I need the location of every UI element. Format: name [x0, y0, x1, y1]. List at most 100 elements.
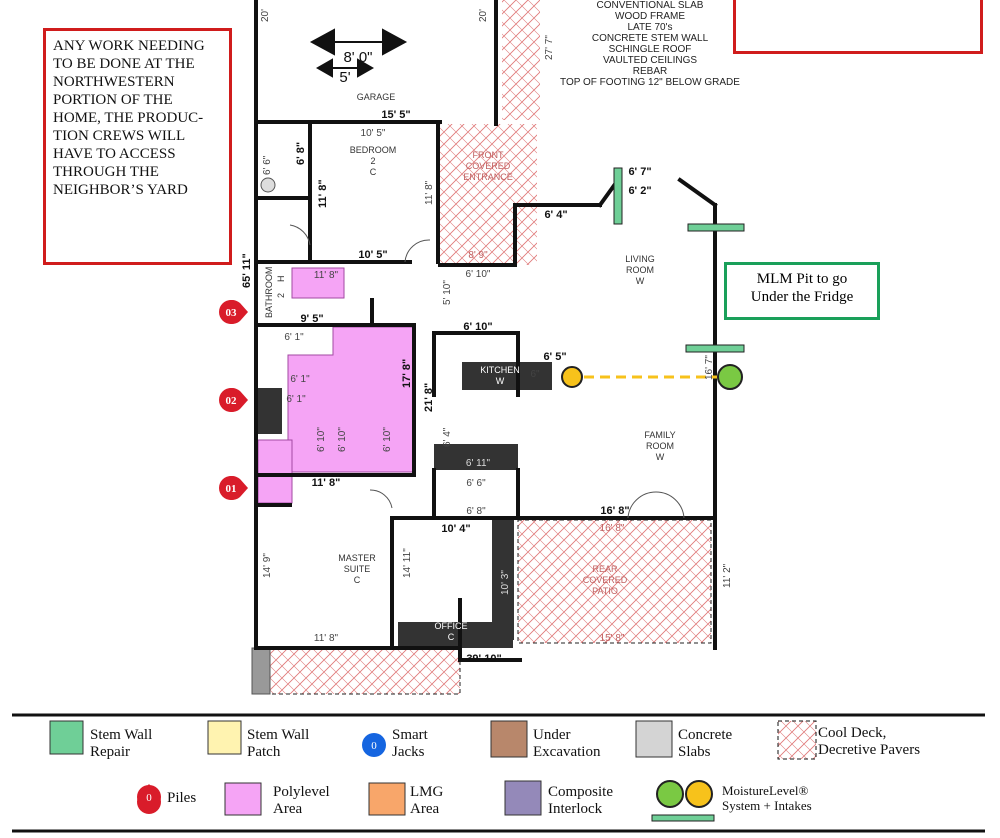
svg-text:16' 7": 16' 7": [704, 355, 715, 380]
svg-text:16' 8": 16' 8": [600, 523, 625, 534]
svg-text:C: C: [448, 632, 455, 642]
spec-line: CONCRETE STEM WALL: [591, 33, 709, 44]
svg-text:BATHROOM: BATHROOM: [264, 267, 274, 318]
svg-text:17' 8": 17' 8": [401, 359, 413, 388]
svg-text:65' 11": 65' 11": [241, 253, 253, 288]
pile-marker: 01: [219, 476, 248, 500]
construction-specs: CONVENTIONAL SLAB WOOD FRAME LATE 70's C…: [560, 0, 740, 88]
svg-text:PATIO: PATIO: [592, 586, 618, 596]
svg-text:15' 5": 15' 5": [381, 109, 410, 121]
svg-text:ROOM: ROOM: [626, 265, 654, 275]
svg-text:6' 8": 6' 8": [295, 142, 307, 165]
svg-text:16' 8": 16' 8": [600, 505, 629, 517]
svg-text:FAMILY: FAMILY: [644, 430, 675, 440]
svg-text:W: W: [656, 452, 665, 462]
room-label-front-entrance: FRONT COVERED ENTRANCE: [463, 150, 513, 182]
svg-text:15' 8": 15' 8": [600, 633, 625, 644]
svg-text:39' 10": 39' 10": [466, 653, 501, 665]
svg-text:11' 8": 11' 8": [314, 633, 339, 644]
svg-text:COVERED: COVERED: [466, 161, 511, 171]
svg-text:10' 5": 10' 5": [361, 128, 386, 139]
legend-label-pavers: Cool Deck, Decretive Pavers: [818, 725, 921, 758]
bath-vanity-dark: [258, 388, 282, 434]
front-walk-pavers: [269, 647, 461, 695]
legend-label-piles: Piles: [167, 790, 197, 806]
svg-text:03: 03: [226, 307, 238, 319]
svg-text:COVERED: COVERED: [583, 575, 628, 585]
svg-text:20': 20': [260, 9, 271, 22]
polylevel-area: [257, 267, 415, 504]
mlm-note-text: MLM Pit to go Under the Fridge: [750, 271, 854, 305]
svg-text:W: W: [636, 276, 645, 286]
room-label-living: LIVING ROOM W: [625, 254, 655, 286]
svg-text:9' 5": 9' 5": [300, 313, 323, 325]
svg-text:REAR: REAR: [592, 564, 618, 574]
legend-label-moisture: MoistureLevel® System + Intakes: [722, 783, 812, 813]
legend-label-polylevel: Polylevel Area: [273, 784, 330, 817]
svg-text:C: C: [354, 575, 361, 585]
svg-text:10' 4": 10' 4": [441, 523, 470, 535]
legend-swatch-polylevel: [224, 782, 262, 816]
pile-marker: 03: [219, 299, 248, 324]
spec-line: REBAR: [632, 66, 668, 77]
water-heater-icon: [260, 177, 276, 193]
spec-line: LATE 70's: [627, 22, 673, 33]
access-note-box: ANY WORK NEEDING TO BE DONE AT THE NORTH…: [43, 28, 232, 265]
svg-text:6": 6": [530, 369, 540, 380]
svg-text:C: C: [370, 167, 377, 177]
svg-text:6' 10": 6' 10": [316, 427, 327, 452]
svg-text:11' 2": 11' 2": [722, 563, 733, 588]
room-label-kitchen: KITCHEN W: [480, 365, 520, 386]
room-label-master: MASTER SUITE C: [338, 553, 376, 585]
polylevel-bath-top: [291, 267, 345, 299]
svg-text:LIVING: LIVING: [625, 254, 655, 264]
moisture-system-icon: [717, 364, 743, 390]
svg-text:KITCHEN: KITCHEN: [480, 365, 520, 375]
legend-pile-icon: 0: [137, 784, 161, 814]
dark-fixtures: [258, 362, 552, 648]
svg-text:SUITE: SUITE: [344, 564, 371, 574]
legend-swatch-lmg: [368, 782, 406, 816]
svg-text:6' 7": 6' 7": [628, 166, 651, 178]
svg-text:FRONT: FRONT: [473, 150, 504, 160]
legend-swatch-concrete-slabs: [635, 720, 673, 758]
svg-text:6' 6": 6' 6": [466, 478, 486, 489]
room-label-bedroom: BEDROOM 2 C: [350, 145, 397, 177]
svg-text:5': 5': [339, 69, 350, 86]
svg-text:OFFICE: OFFICE: [435, 621, 468, 631]
spec-line: WOOD FRAME: [615, 11, 685, 22]
legend-label-stem-wall-repair: Stem Wall Repair: [90, 727, 153, 760]
moisture-intake-icon: [561, 366, 583, 388]
svg-text:27' 7": 27' 7": [544, 35, 555, 60]
room-label-rear-patio: REAR COVERED PATIO: [583, 564, 628, 596]
svg-text:8' 9": 8' 9": [468, 250, 488, 261]
legend-swatch-stem-wall-repair: [49, 720, 84, 755]
legend-swatch-pavers: [777, 720, 817, 760]
stem-wall-repairs: [613, 167, 745, 353]
brick-pier: [251, 647, 271, 695]
legend-swatch-under-excavation: [490, 720, 528, 758]
spec-line: SCHINGLE ROOF: [608, 44, 692, 55]
pile-markers: 03 02 01: [219, 299, 248, 500]
front-entrance-pavers: [502, 0, 540, 120]
svg-text:10' 3": 10' 3": [500, 570, 511, 595]
door-swings: [289, 224, 685, 519]
spec-line: TOP OF FOOTING 12" BELOW GRADE: [560, 77, 740, 88]
svg-text:6' 5": 6' 5": [543, 351, 566, 363]
svg-text:6' 4": 6' 4": [544, 209, 567, 221]
svg-text:6' 2": 6' 2": [628, 185, 651, 197]
svg-text:6' 4": 6' 4": [442, 427, 453, 447]
spec-line: CONVENTIONAL SLAB: [596, 0, 704, 11]
legend-moisture-icons: [651, 780, 715, 822]
svg-text:6' 6": 6' 6": [262, 155, 273, 175]
kitchen-island: [434, 444, 518, 470]
svg-text:6' 10": 6' 10": [463, 321, 492, 333]
legend-smart-jack-icon: [362, 733, 386, 757]
access-note-text: ANY WORK NEEDING TO BE DONE AT THE NORTH…: [53, 38, 205, 198]
stem-wall-repair-2: [687, 223, 745, 232]
svg-text:H: H: [276, 276, 286, 283]
legend-label-under-excavation: Under Excavation: [533, 727, 601, 760]
svg-text:11' 8": 11' 8": [317, 179, 329, 208]
spec-line: VAULTED CEILINGS: [602, 55, 698, 66]
